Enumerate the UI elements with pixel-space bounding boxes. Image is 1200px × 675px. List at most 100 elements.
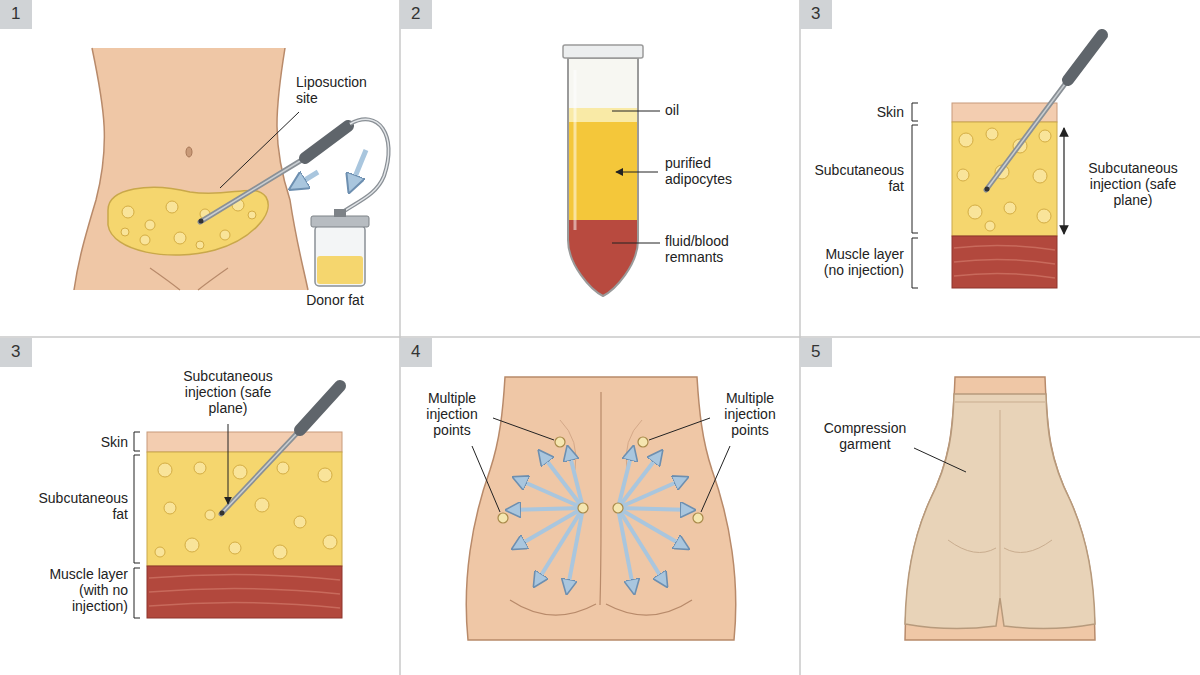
bracket — [912, 103, 918, 288]
flow-arrow — [292, 172, 318, 188]
cannula — [986, 80, 1068, 190]
tissue-layers — [959, 133, 973, 147]
torso-figure — [186, 147, 192, 157]
injection-point — [638, 437, 648, 447]
injection-point — [498, 437, 703, 523]
torso-figure — [74, 48, 104, 290]
distribution-arrow — [618, 478, 686, 508]
fat-region — [140, 235, 150, 245]
cannula — [199, 126, 349, 224]
body-figure — [905, 377, 1095, 640]
cannula — [200, 158, 305, 222]
fat-region — [174, 232, 186, 244]
part-label: Subcutaneous injection (safe plane) — [1076, 160, 1190, 208]
cannula — [200, 158, 305, 222]
buttocks-figure — [466, 377, 735, 640]
tissue-layers — [294, 516, 306, 528]
body-figure — [905, 377, 1095, 640]
tissue-layers — [318, 468, 332, 482]
part-label: Subcutaneous injection (safe plane) — [173, 368, 283, 416]
tissue-layers — [1033, 169, 1047, 183]
panel-grid — [0, 336, 1200, 338]
collection-canister — [334, 209, 346, 217]
tissue-layers — [158, 463, 172, 477]
injection-point — [498, 513, 508, 523]
bracket — [134, 432, 140, 451]
panel-number: 2 — [400, 0, 432, 29]
part-label: oil — [665, 102, 725, 118]
tissue-layers — [1037, 209, 1051, 223]
depth-arrow — [1063, 128, 1064, 234]
leader-line — [649, 418, 710, 440]
leader-line — [701, 446, 730, 512]
tissue-layers — [147, 432, 342, 618]
leader-line — [493, 418, 554, 440]
tissue-layers — [952, 236, 1057, 288]
tissue-layers — [954, 245, 1055, 250]
distribution-arrow — [508, 448, 693, 592]
tissue-layers — [155, 547, 165, 557]
fat-region — [196, 241, 204, 249]
part-label: Liposuction site — [296, 74, 378, 106]
tissue-layers — [147, 566, 342, 618]
part-label: Skin — [842, 104, 904, 120]
compression-garment — [905, 394, 1095, 629]
tissue-layers — [194, 462, 206, 474]
torso-figure — [198, 268, 228, 290]
tissue-layers — [147, 432, 342, 452]
flow-arrow — [292, 150, 366, 190]
injection-point — [613, 503, 623, 513]
leader-line — [612, 111, 660, 243]
panel-number-text: 5 — [811, 343, 821, 362]
panel-number-text: 3 — [11, 343, 21, 362]
panel-number-text: 1 — [11, 5, 21, 24]
panel-number: 5 — [800, 338, 832, 367]
part-label: Compression garment — [818, 420, 912, 452]
collection-canister — [315, 226, 365, 286]
panel-number: 4 — [400, 338, 432, 367]
compression-garment — [955, 402, 1045, 403]
cannula — [221, 430, 300, 514]
tissue-layers — [273, 545, 287, 559]
collection-canister — [311, 216, 369, 227]
cannula — [986, 80, 1068, 190]
tissue-layers — [229, 542, 241, 554]
part-label: Multiple injection points — [414, 390, 490, 438]
leader-line — [914, 448, 966, 472]
tissue-layers — [952, 103, 1057, 288]
depth-arrow — [1063, 128, 1064, 234]
part-label: Muscle layer (no injection) — [804, 246, 904, 278]
cannula — [1068, 35, 1102, 80]
fat-region — [145, 220, 155, 230]
leader-line — [220, 112, 299, 188]
part-label: Subcutaneous fat — [804, 162, 904, 194]
bracket — [912, 103, 918, 121]
tissue-layers — [233, 465, 247, 479]
leader-line — [228, 424, 229, 504]
buttocks-figure — [510, 600, 596, 615]
fat-region — [121, 228, 129, 236]
compression-garment — [1004, 540, 1052, 553]
buttocks-figure — [600, 392, 601, 605]
part-label: Skin — [66, 434, 128, 450]
fat-region — [166, 201, 178, 213]
tissue-layers — [149, 574, 340, 580]
fat-region — [220, 230, 230, 240]
cannula — [220, 511, 225, 516]
tissue-layers — [957, 169, 969, 181]
centrifuge-tube — [560, 220, 650, 310]
injection-point — [555, 437, 565, 447]
suction-tubing — [340, 119, 389, 214]
tissue-layers — [954, 245, 1055, 278]
torso-figure — [74, 48, 308, 290]
collection-canister — [317, 256, 363, 284]
bracket — [912, 125, 918, 233]
panel-number-text: 4 — [411, 343, 421, 362]
panel-number-text: 2 — [411, 5, 421, 24]
part-label: purified adipocytes — [665, 155, 765, 187]
tissue-layers — [205, 510, 215, 520]
buttocks-figure — [606, 600, 692, 615]
